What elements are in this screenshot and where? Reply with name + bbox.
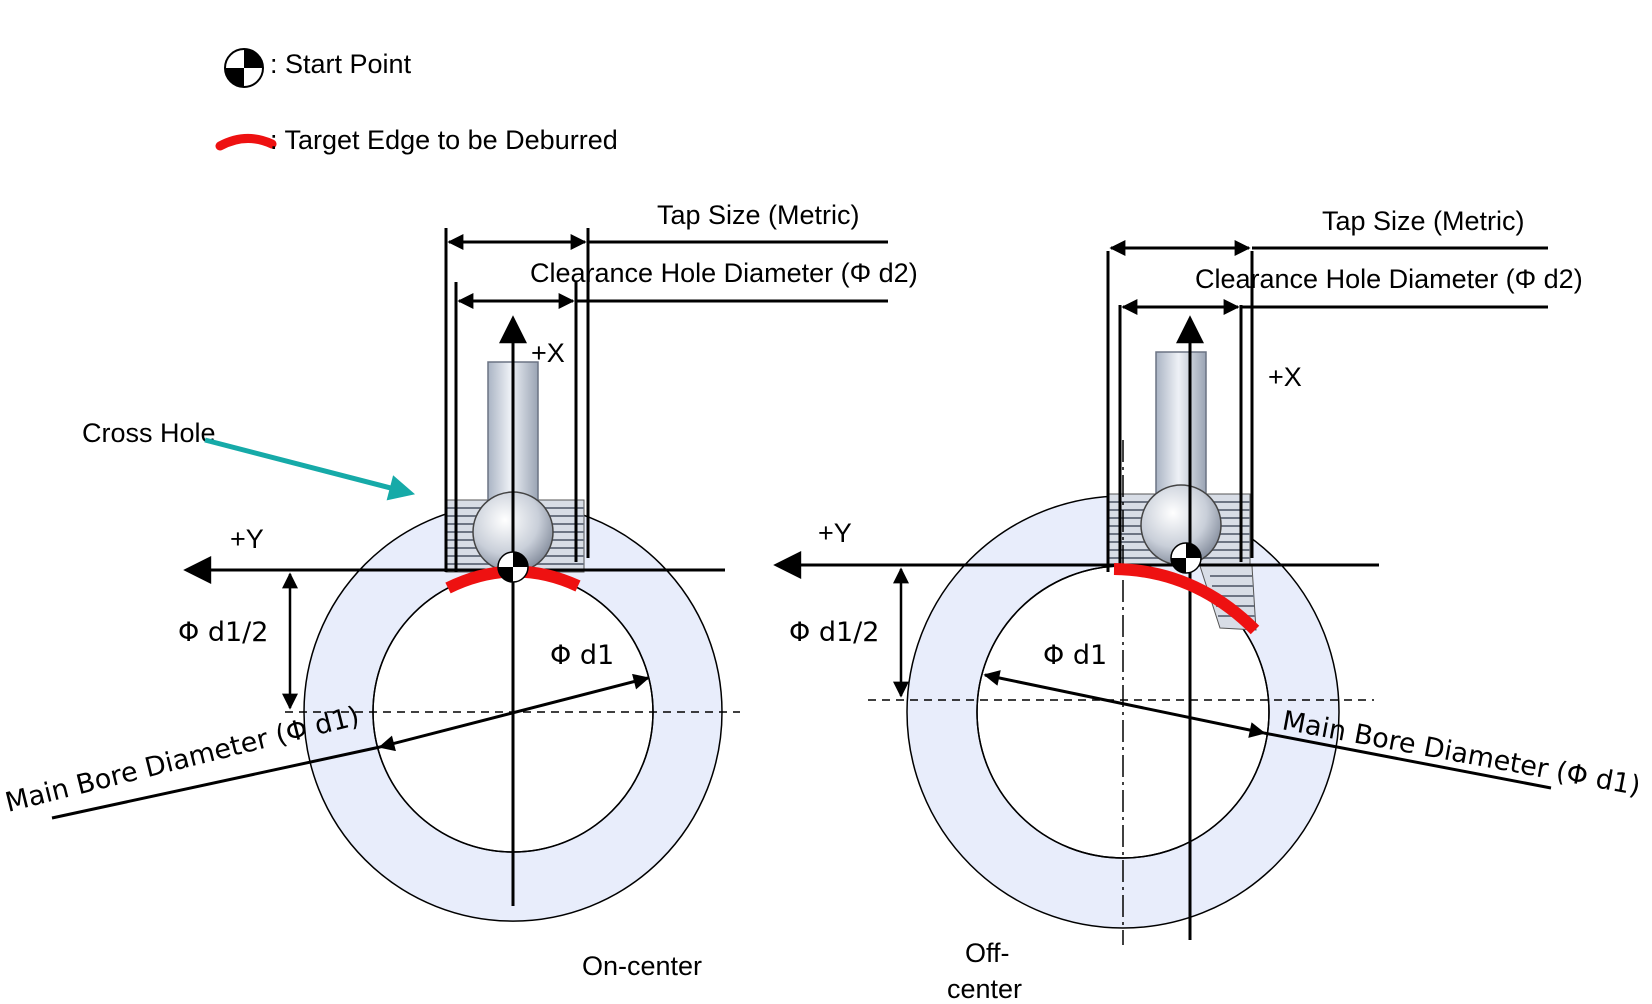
right-deburr-edge — [1113, 563, 1260, 635]
legend-target-edge: : Target Edge to be Deburred — [270, 125, 618, 155]
start-point-icon — [224, 48, 264, 88]
on-center-figure: Tap Size (Metric) Clearance Hole Diamete… — [2, 200, 918, 981]
on-center-caption: On-center — [582, 951, 702, 981]
left-half-diameter: Φ d1/2 — [178, 617, 268, 648]
tool-shaft-right — [1155, 351, 1207, 501]
left-main-bore-label: Main Bore Diameter (Φ d1) — [2, 701, 362, 819]
right-start-point-icon — [1170, 542, 1202, 574]
left-start-point-icon — [497, 551, 529, 583]
left-plus-y: +Y — [230, 524, 264, 554]
legend-start-point: : Start Point — [270, 49, 412, 79]
off-center-caption-2: center — [947, 974, 1022, 1004]
deburr-edge-icon — [215, 134, 277, 151]
left-diameter: Φ d1 — [550, 640, 614, 671]
right-plus-y: +Y — [818, 518, 852, 548]
left-tap-size-label: Tap Size (Metric) — [657, 200, 860, 230]
right-diameter: Φ d1 — [1043, 640, 1107, 671]
legend: : Start Point : Target Edge to be Deburr… — [215, 48, 618, 155]
right-half-diameter: Φ d1/2 — [789, 617, 879, 648]
off-center-caption-1: Off- — [965, 938, 1010, 968]
right-clearance-label: Clearance Hole Diameter (Φ d2) — [1195, 264, 1583, 294]
right-plus-x: +X — [1268, 362, 1302, 392]
left-clearance-label: Clearance Hole Diameter (Φ d2) — [530, 258, 918, 288]
cross-hole-label: Cross Hole — [82, 418, 216, 448]
off-center-figure: Tap Size (Metric) Clearance Hole Diamete… — [773, 206, 1643, 1004]
cross-hole-arrow — [204, 437, 416, 501]
left-plus-x: +X — [531, 338, 565, 368]
right-tap-size-label: Tap Size (Metric) — [1322, 206, 1525, 236]
